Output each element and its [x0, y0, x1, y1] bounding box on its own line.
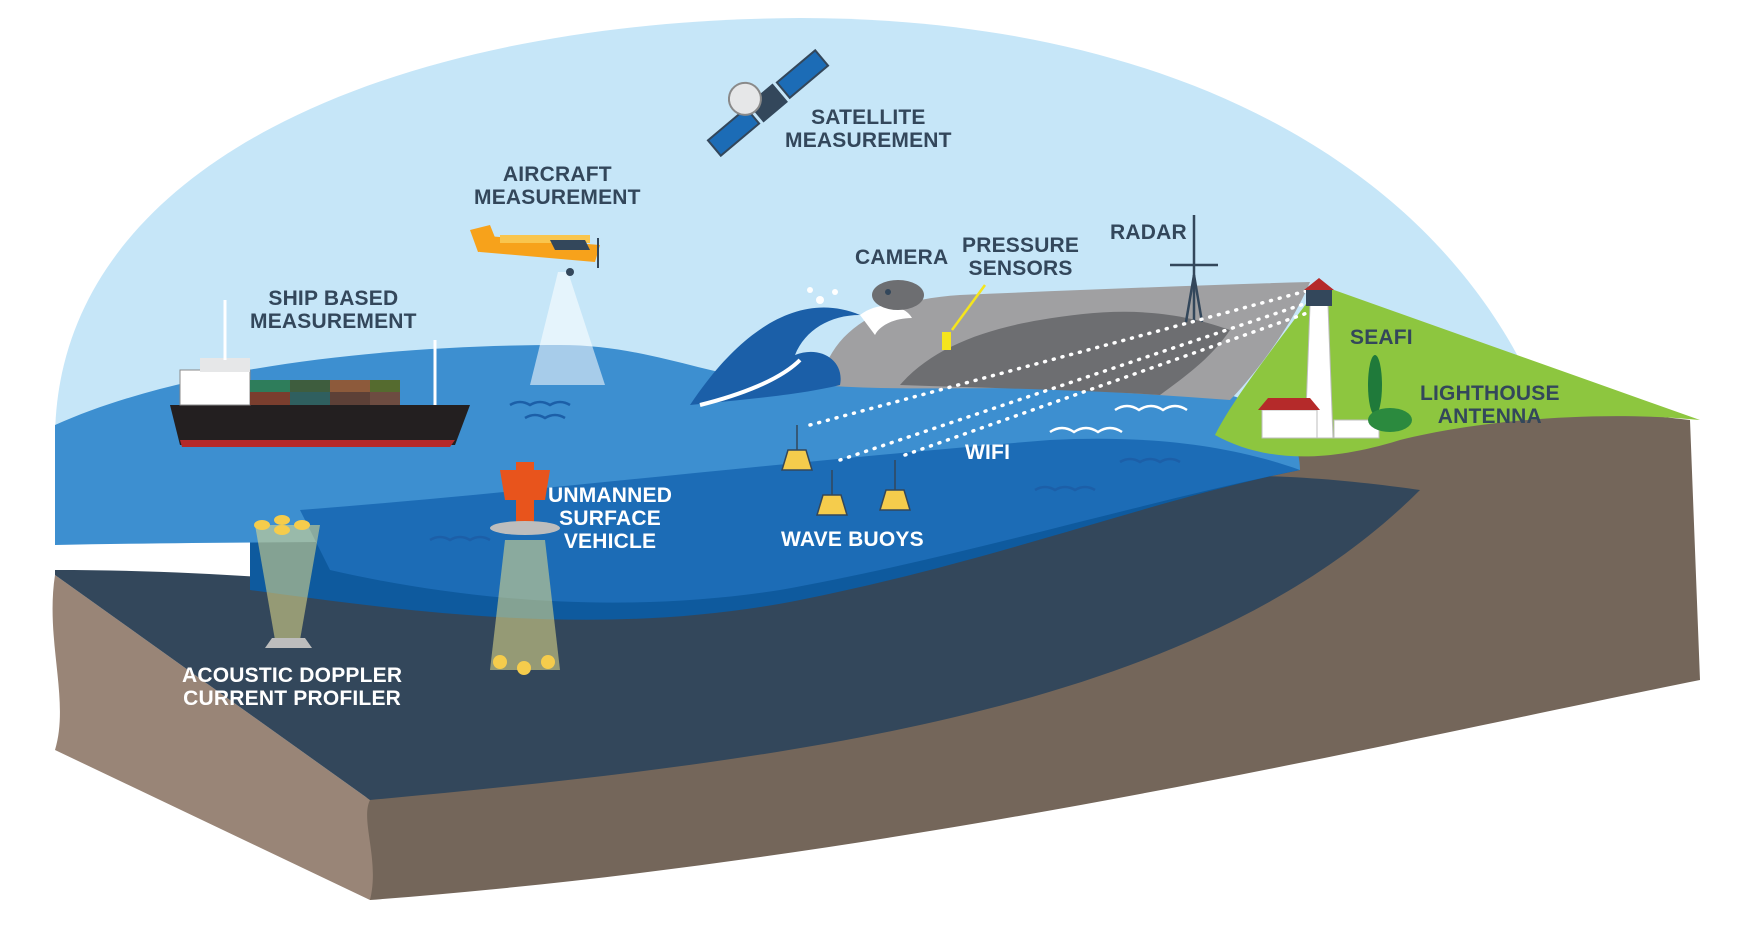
radar-tower-icon [1170, 215, 1218, 323]
surface-waves [429, 400, 1181, 542]
label-wifi: WIFI [965, 441, 1011, 464]
ocean-near [300, 438, 1300, 603]
breaking-wave-icon [690, 287, 912, 407]
usv-icon [490, 462, 560, 675]
pressure-arrow [950, 284, 987, 331]
wifi-links [808, 288, 1312, 462]
label-camera: CAMERA [855, 246, 949, 269]
wave-buoy-icon [780, 425, 912, 516]
earth-block-front [52, 575, 373, 900]
ship-icon [170, 300, 470, 447]
satellite-icon [706, 48, 830, 158]
label-seafi: SEAFI [1350, 326, 1413, 349]
label-lighthouse: LIGHTHOUSE ANTENNA [1420, 382, 1560, 428]
label-usv: UNMANNED SURFACE VEHICLE [548, 484, 673, 553]
lighthouse-icon [1258, 278, 1380, 439]
label-satellite: SATELLITE MEASUREMENT [785, 106, 952, 152]
land [1215, 285, 1700, 457]
adcp-icon [254, 515, 320, 648]
label-pressure: PRESSURE SENSORS [962, 234, 1080, 280]
label-ship: SHIP BASED MEASUREMENT [250, 287, 417, 333]
aircraft-beam [530, 272, 605, 385]
antenna-tree-icon [1368, 355, 1412, 432]
pressure-sensor-icon [942, 332, 951, 350]
aircraft-icon [470, 225, 600, 276]
label-buoys: WAVE BUOYS [781, 528, 924, 551]
label-radar: RADAR [1110, 221, 1187, 244]
seafloor [55, 475, 1420, 800]
camera-icon [872, 280, 924, 310]
label-adcp: ACOUSTIC DOPPLER CURRENT PROFILER [182, 664, 403, 710]
foam-waves [1049, 404, 1188, 434]
label-aircraft: AIRCRAFT MEASUREMENT [474, 163, 641, 209]
